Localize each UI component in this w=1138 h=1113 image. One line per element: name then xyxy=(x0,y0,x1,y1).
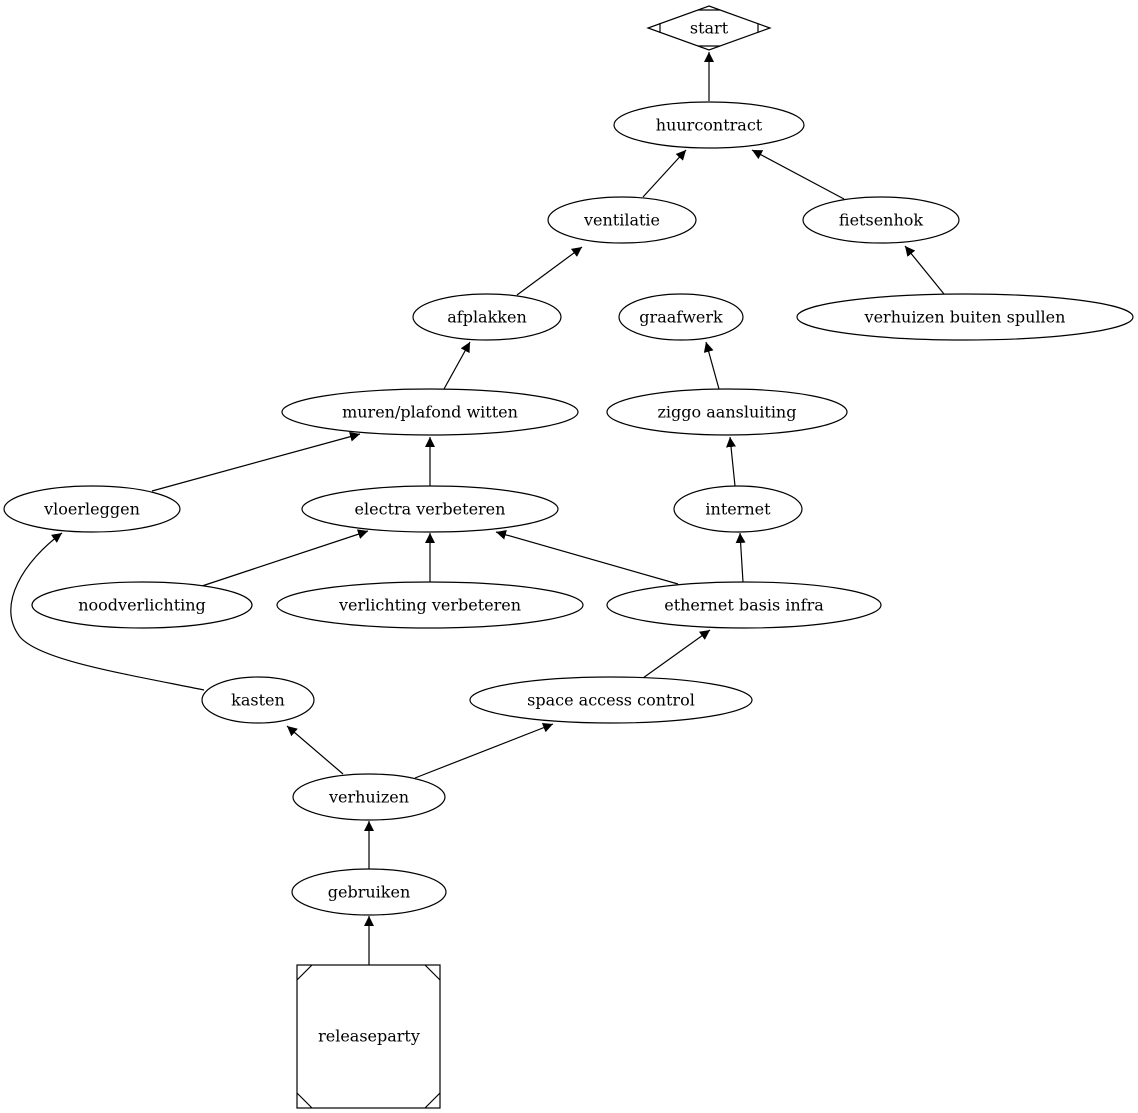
edge-verhuizen-buiten-spullen-fietsenhok xyxy=(904,245,945,295)
node-label: fietsenhok xyxy=(839,211,923,230)
node-label: internet xyxy=(705,500,771,519)
edge-verhuizen-kasten xyxy=(286,725,344,775)
node-electra-verbeteren[interactable]: electra verbeteren xyxy=(301,485,559,533)
node-label: ziggo aansluiting xyxy=(658,403,797,422)
edge-internet-ziggo xyxy=(726,436,736,487)
node-label: ethernet basis infra xyxy=(664,596,824,615)
node-huurcontract[interactable]: huurcontract xyxy=(613,101,805,149)
node-fietsenhok[interactable]: fietsenhok xyxy=(802,196,960,244)
node-label: afplakken xyxy=(447,308,527,327)
node-label: graafwerk xyxy=(639,308,723,327)
node-label: vloerleggen xyxy=(43,500,140,519)
node-verhuizen[interactable]: verhuizen xyxy=(292,773,446,821)
node-gebruiken[interactable]: gebruiken xyxy=(291,868,447,916)
node-verlichting-verbeteren[interactable]: verlichting verbeteren xyxy=(276,581,584,629)
node-releaseparty[interactable]: releaseparty xyxy=(296,964,441,1109)
edge-noodverlichting-electra xyxy=(201,529,369,587)
node-label: verhuizen buiten spullen xyxy=(864,308,1066,327)
node-afplakken[interactable]: afplakken xyxy=(412,293,562,341)
node-internet[interactable]: internet xyxy=(673,485,803,533)
node-kasten[interactable]: kasten xyxy=(201,676,315,724)
node-label: gebruiken xyxy=(328,883,411,902)
edge-vloerleggen-muren xyxy=(151,431,361,492)
node-verhuizen-buiten-spullen[interactable]: verhuizen buiten spullen xyxy=(796,293,1134,341)
node-vloerleggen[interactable]: vloerleggen xyxy=(3,485,181,533)
node-label: huurcontract xyxy=(656,116,763,135)
edge-kasten-vloerleggen xyxy=(10,532,205,691)
node-label: ventilatie xyxy=(583,211,660,230)
edge-verhuizen-space xyxy=(414,722,554,779)
edge-ethernet-electra xyxy=(495,529,679,585)
edge-muren-afplakken xyxy=(443,341,471,390)
node-label: releaseparty xyxy=(318,1027,420,1046)
node-label: space access control xyxy=(527,691,695,710)
edge-ethernet-internet xyxy=(735,532,746,583)
node-label: muren/plafond witten xyxy=(342,403,518,422)
node-label: verlichting verbeteren xyxy=(338,596,521,615)
edge-ziggo-graafwerk xyxy=(703,341,720,390)
edges xyxy=(10,52,945,965)
node-start[interactable]: start xyxy=(646,5,772,51)
edge-fietsenhok-huurcontract xyxy=(751,149,845,200)
node-label: kasten xyxy=(231,691,285,710)
node-ziggo-aansluiting[interactable]: ziggo aansluiting xyxy=(606,388,848,436)
node-label: electra verbeteren xyxy=(355,500,506,519)
node-graafwerk[interactable]: graafwerk xyxy=(618,293,744,341)
node-label: verhuizen xyxy=(328,788,409,807)
edge-ventilatie-huurcontract xyxy=(642,149,687,198)
node-label: start xyxy=(690,19,729,38)
node-ethernet-basis-infra[interactable]: ethernet basis infra xyxy=(606,581,882,629)
node-space-access-control[interactable]: space access control xyxy=(469,676,753,724)
node-label: noodverlichting xyxy=(78,596,206,615)
node-noodverlichting[interactable]: noodverlichting xyxy=(31,581,253,629)
edge-space-ethernet xyxy=(642,629,711,679)
node-muren-plafond-witten[interactable]: muren/plafond witten xyxy=(281,388,579,436)
node-ventilatie[interactable]: ventilatie xyxy=(547,196,697,244)
edge-afplakken-ventilatie xyxy=(516,246,583,296)
